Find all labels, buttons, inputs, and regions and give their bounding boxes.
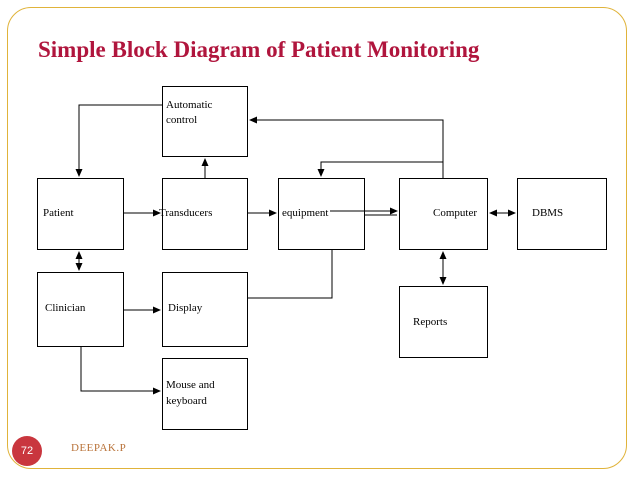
- patient-label: Patient: [43, 207, 74, 219]
- page-number-badge: 72: [12, 436, 42, 466]
- slide-title: Simple Block Diagram of Patient Monitori…: [38, 37, 480, 62]
- reports-label: Reports: [413, 316, 448, 328]
- computer-to-equipment-line: [317, 161, 443, 177]
- patient-block: [37, 178, 124, 250]
- clinician-label: Clinician: [45, 302, 86, 314]
- mouse-keyboard-label-line2: keyboard: [166, 395, 207, 407]
- clinician-to-keyboard-line: [80, 347, 161, 395]
- equipment-label: equipment: [282, 207, 329, 219]
- control-to-patient-line: [75, 104, 162, 177]
- author-name: DEEPAK.P: [71, 442, 127, 454]
- display-label: Display: [168, 302, 203, 314]
- equipment-block: [278, 178, 365, 250]
- automatic-control-label-line2: control: [166, 114, 198, 126]
- transducers-label: Transducers: [159, 207, 213, 219]
- transducers-block: [162, 178, 248, 250]
- computer-label: Computer: [433, 207, 477, 219]
- computer-block: [399, 178, 488, 250]
- reports-block: [399, 286, 488, 358]
- mouse-keyboard-block: [162, 358, 248, 430]
- display-block: [162, 272, 248, 347]
- automatic-control-block: [162, 86, 248, 157]
- equipment-to-display-line: [248, 250, 333, 299]
- clinician-block: [37, 272, 124, 347]
- dbms-label: DBMS: [532, 207, 564, 219]
- dbms-block: [517, 178, 607, 250]
- slide-frame: [7, 7, 627, 469]
- mouse-keyboard-label-line1: Mouse and: [166, 379, 215, 391]
- computer-to-control-line: [249, 116, 444, 178]
- automatic-control-label-line1: Automatic: [166, 99, 213, 111]
